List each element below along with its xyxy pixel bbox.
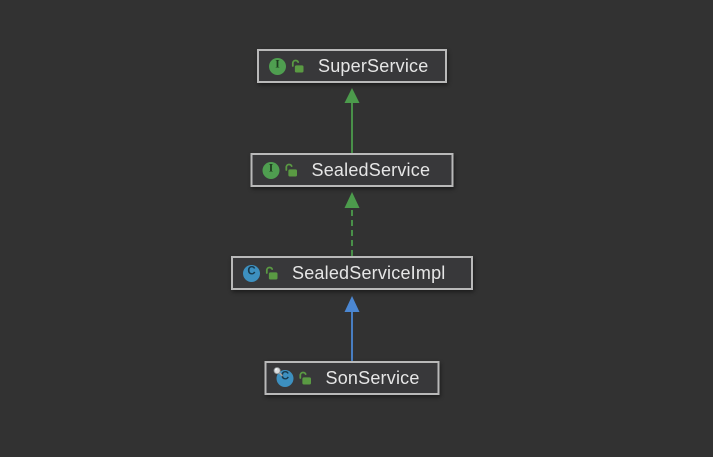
class-icon: C xyxy=(243,264,260,282)
edge-implements-arrow[interactable] xyxy=(344,192,360,256)
class-name-label: SealedService xyxy=(311,159,431,180)
class-node-sealedserviceimpl[interactable]: C SealedServiceImpl xyxy=(231,256,473,290)
class-node-sealedservice[interactable]: I SealedService xyxy=(250,153,454,187)
unlocked-icon xyxy=(264,266,279,281)
edge-extends-arrow[interactable] xyxy=(344,296,360,361)
unlocked-icon xyxy=(290,59,305,74)
class-node-sonservice[interactable]: C SonService xyxy=(264,361,440,395)
edge-extends-arrow[interactable] xyxy=(344,88,360,153)
icon-letter: C xyxy=(280,370,290,383)
class-name-label: SuperService xyxy=(318,55,429,76)
interface-icon: I xyxy=(262,161,280,179)
unlocked-icon xyxy=(284,163,299,178)
class-icon: C xyxy=(273,366,294,387)
final-pin-icon xyxy=(273,366,283,376)
icon-letter: C xyxy=(247,265,256,278)
class-name-label: SonService xyxy=(325,367,420,388)
interface-icon: I xyxy=(269,57,286,75)
icon-letter: I xyxy=(275,58,280,71)
icon-letter: I xyxy=(268,162,274,175)
class-name-label: SealedServiceImpl xyxy=(292,262,446,283)
unlocked-icon xyxy=(298,371,313,386)
class-node-superservice[interactable]: I SuperService xyxy=(257,49,447,83)
